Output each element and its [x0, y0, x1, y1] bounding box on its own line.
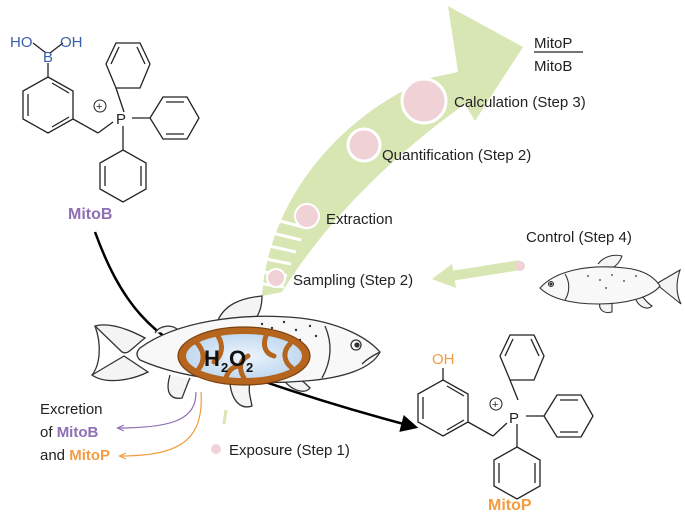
- mitop-p: P: [509, 410, 519, 427]
- exposure-tick: [222, 409, 228, 425]
- mitob-b: B: [43, 49, 53, 66]
- workflow-arrow: [262, 6, 523, 296]
- mitop-structure: [417, 334, 594, 500]
- workflow-arrow-body: [262, 6, 523, 296]
- ratio-denominator: MitoB: [534, 58, 572, 75]
- mitob-charge: +: [96, 101, 102, 113]
- h2o2-sub2: 2: [246, 360, 253, 375]
- mitochondrion: [177, 326, 311, 386]
- h2o2-sub1: 2: [221, 360, 228, 375]
- excretion-arrow-mitop: [120, 391, 202, 456]
- mitob-structure: [22, 42, 200, 203]
- bubble-quantification: [346, 127, 382, 163]
- excretion-arrow-mitob: [118, 391, 197, 428]
- mitob-oh: OH: [60, 34, 83, 51]
- excretion-line2: of MitoB: [40, 424, 99, 441]
- mitop-name: MitoP: [488, 497, 532, 514]
- mitob-p: P: [116, 111, 126, 128]
- control-fish-spots: [587, 274, 637, 289]
- bubble-calculation: [400, 77, 448, 125]
- excretion-line3: and MitoP: [40, 447, 110, 464]
- step-bubbles: [211, 77, 525, 454]
- ratio-numerator: MitoP: [534, 35, 572, 52]
- mitop-charge: +: [492, 399, 498, 411]
- label-quantification: Quantification (Step 2): [382, 147, 531, 164]
- mitop-oh: OH: [432, 351, 455, 368]
- label-extraction: Extraction: [326, 211, 393, 228]
- bubble-exposure: [211, 444, 221, 454]
- bubble-extraction: [294, 203, 320, 229]
- control-fish: [539, 254, 682, 314]
- excretion-line1: Excretion: [40, 401, 103, 418]
- label-calculation: Calculation (Step 3): [454, 94, 586, 111]
- label-control: Control (Step 4): [526, 229, 632, 246]
- excretion-mitop: MitoP: [69, 447, 110, 464]
- label-sampling: Sampling (Step 2): [293, 272, 413, 289]
- control-arrow: [449, 260, 521, 281]
- excretion-mitob: MitoB: [57, 424, 99, 441]
- bubble-sampling: [266, 268, 286, 288]
- ratio-fraction: MitoP MitoB: [534, 35, 583, 75]
- label-exposure: Exposure (Step 1): [229, 442, 350, 459]
- h2o2-h: H: [204, 346, 220, 371]
- mitob-name: MitoB: [68, 206, 112, 223]
- h2o2-label: H 2 O 2: [204, 346, 253, 375]
- mitob-ho: HO: [10, 34, 33, 51]
- h2o2-o: O: [229, 346, 246, 371]
- bubble-control: [515, 261, 525, 271]
